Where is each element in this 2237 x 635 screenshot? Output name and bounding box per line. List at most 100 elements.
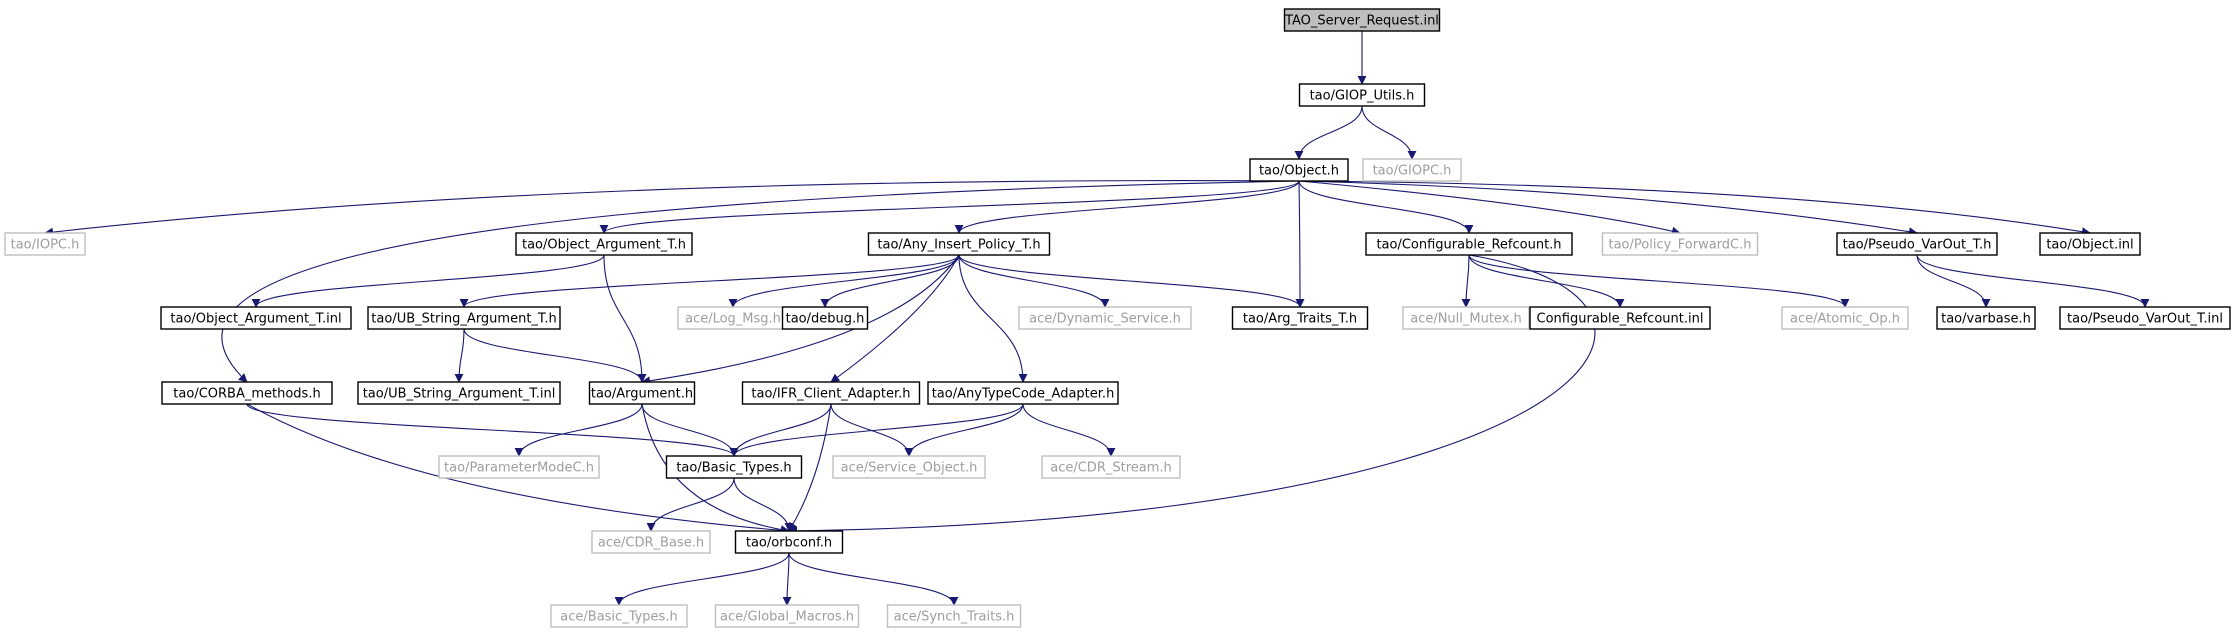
node-pseudo-varout[interactable]: tao/Pseudo_VarOut_T.h [1836,232,1998,256]
node-corba-methods[interactable]: tao/CORBA_methods.h [161,381,333,405]
edge-arrow [603,254,647,383]
node-label: tao/AnyTypeCode_Adapter.h [932,387,1115,402]
node-box [4,232,86,256]
edge-arrow [729,403,1024,457]
edge-arrow [728,254,960,308]
edges-layer [44,30,2150,606]
node-dyn-service: ace/Dynamic_Service.h [1018,306,1192,330]
edge-any-insert-to-dyn-service [958,254,1110,308]
edge-any-insert-to-arg-traits [958,254,1305,308]
node-orbconf[interactable]: tao/orbconf.h [734,530,844,554]
edge-conf-refcount-to-atomic-op [1468,254,1850,308]
node-arg-traits[interactable]: tao/Arg_Traits_T.h [1231,306,1369,330]
node-object-h[interactable]: tao/Object.h [1249,158,1349,182]
edge-arrow [830,254,960,383]
node-label: tao/Object.inl [2046,238,2133,253]
node-label: tao/Any_Insert_Policy_T.h [877,238,1040,253]
edge-arrow [641,403,790,535]
node-box [927,381,1119,405]
edge-obj-arg-t-to-argument [603,254,647,383]
edge-arrow [1916,254,2150,308]
edge-arrow [904,403,1024,457]
node-null-mutex: ace/Null_Mutex.h [1402,306,1530,330]
edge-arrow [599,180,1300,234]
node-obj-arg-t-inl[interactable]: tao/Object_Argument_T.inl [160,306,352,330]
node-box [665,455,803,479]
edge-arrow [614,552,790,606]
edge-object-h-to-arg-traits [1295,180,1305,308]
node-box [1041,455,1181,479]
node-label: tao/varbase.h [1941,312,2031,327]
node-box [591,530,711,554]
edge-anytypecode-to-basic-types [729,403,1024,457]
node-ifr-client[interactable]: tao/IFR_Client_Adapter.h [741,381,921,405]
edge-arrow [1361,105,1417,160]
node-basic-types[interactable]: tao/Basic_Types.h [665,455,803,479]
edge-any-insert-to-anytypecode [958,254,1028,383]
node-label: ace/Service_Object.h [841,461,978,476]
edge-corba-methods-to-orbconf [246,403,790,535]
node-obj-arg-t[interactable]: tao/Object_Argument_T.h [515,232,693,256]
node-varbase[interactable]: tao/varbase.h [1936,306,2036,330]
edge-corba-methods-to-basic-types [246,403,739,457]
node-ace-basic-types: ace/Basic_Types.h [550,604,688,628]
node-root[interactable]: TAO_Server_Request.inl [1283,8,1441,32]
node-box [1365,232,1573,256]
node-box [357,381,561,405]
edge-arrow [1294,105,1363,160]
node-label: tao/Basic_Types.h [676,461,791,476]
edge-any-insert-to-argument [641,254,960,386]
node-box [2059,306,2231,330]
node-debug[interactable]: tao/debug.h [781,306,869,330]
node-ub-string[interactable]: tao/UB_String_Argument_T.h [367,306,561,330]
edge-ifr-client-to-basic-types [729,403,832,457]
edge-basic-types-to-cdr-base [646,477,735,532]
edge-arrow [958,254,1305,308]
edge-arrow [954,180,1300,234]
node-conf-refcount-inl[interactable]: Configurable_Refcount.inl [1529,306,1711,330]
node-label: tao/Policy_ForwardC.h [1608,238,1751,253]
node-box [438,455,600,479]
node-box [867,232,1051,256]
node-box [1601,232,1759,256]
node-label: ace/Dynamic_Service.h [1029,312,1181,327]
edge-ifr-client-to-orbconf [788,403,832,532]
edge-orbconf-to-global-macros [782,552,792,606]
node-label: ace/CDR_Stream.h [1050,461,1172,476]
edge-conf-refcount-to-null-mutex [1461,254,1471,308]
edge-arrow [958,254,1110,308]
node-box [714,604,860,628]
node-object-inl[interactable]: tao/Object.inl [2039,232,2141,256]
node-argument[interactable]: tao/Argument.h [588,381,696,405]
node-box [1402,306,1530,330]
node-label: tao/IOPC.h [11,238,80,253]
node-ub-string-inl[interactable]: tao/UB_String_Argument_T.inl [357,381,561,405]
node-label: tao/Arg_Traits_T.h [1243,312,1357,327]
edge-any-insert-to-ifr-client [830,254,960,383]
edge-object-h-to-policy-fwd [1298,180,1681,236]
node-label: tao/UB_String_Argument_T.h [371,312,556,327]
node-box [1283,8,1441,32]
edge-arrow [729,403,832,457]
edge-obj-arg-t-to-obj-arg-t-inl [251,254,605,308]
node-box [741,381,921,405]
edge-arrow [788,552,959,606]
node-pseudo-varout-inl[interactable]: tao/Pseudo_VarOut_T.inl [2059,306,2231,330]
edge-ub-string-to-ub-string-inl [454,328,465,383]
node-atomic-op: ace/Atomic_Op.h [1781,306,1909,330]
node-anytypecode[interactable]: tao/AnyTypeCode_Adapter.h [927,381,1119,405]
edge-arrow [646,477,735,532]
node-giop-utils[interactable]: tao/GIOP_Utils.h [1298,83,1426,107]
node-label: tao/Pseudo_VarOut_T.inl [2067,312,2223,327]
edge-giop-utils-to-object-h [1294,105,1363,160]
node-box [1836,232,1998,256]
node-label: tao/debug.h [786,312,865,327]
edge-arrow [1298,180,1681,236]
node-policy-fwd: tao/Policy_ForwardC.h [1601,232,1759,256]
node-any-insert[interactable]: tao/Any_Insert_Policy_T.h [867,232,1051,256]
edge-conf-refcount-to-orbconf [788,254,1596,536]
node-conf-refcount[interactable]: tao/Configurable_Refcount.h [1365,232,1573,256]
nodes-layer: TAO_Server_Request.inl tao/GIOP_Utils.hta… [4,8,2231,628]
edge-object-h-to-corba-methods [221,180,1300,383]
node-label: tao/CORBA_methods.h [173,387,320,402]
